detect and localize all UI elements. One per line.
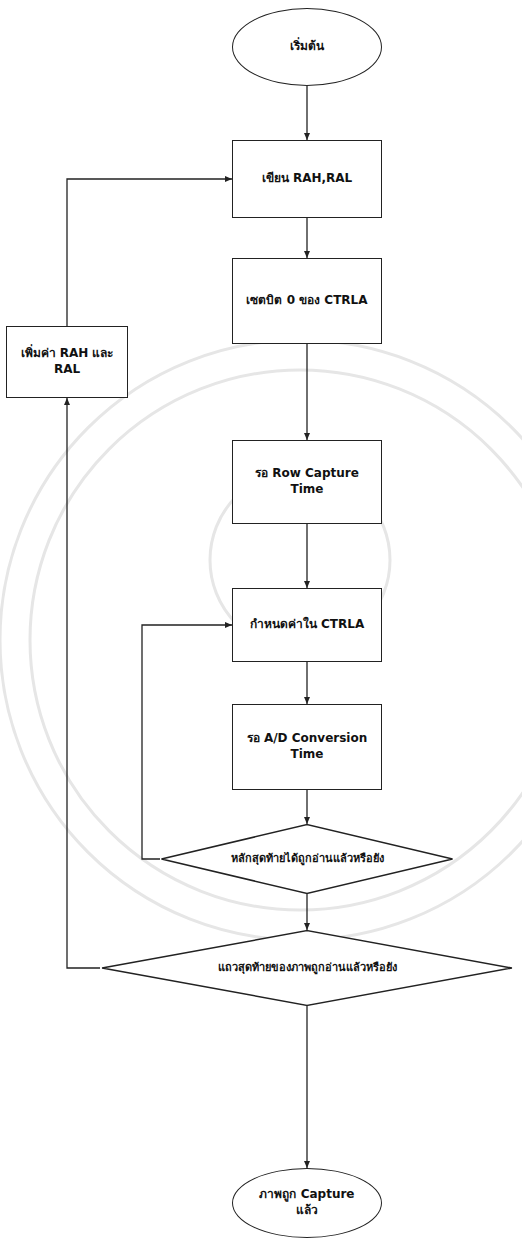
end-oval: ภาพถูก Capture แล้ว	[232, 1168, 382, 1238]
node-text: รอ A/D Conversion Time	[241, 731, 373, 762]
process-box: กำหนดค่าใน CTRLA	[232, 588, 382, 662]
decision-diamond: แถวสุดท้ายของภาพถูกอ่านแล้วหรือยัง	[100, 930, 514, 1006]
flow-arrow	[142, 625, 232, 859]
process-box: เซตบิต 0 ของ CTRLA	[232, 258, 382, 344]
process-box: เพิ่มค่า RAH และ RAL	[6, 326, 128, 398]
node-text: เซตบิต 0 ของ CTRLA	[246, 293, 367, 309]
flow-arrow	[306, 790, 307, 824]
flow-arrow	[67, 179, 232, 326]
node-text: เพิ่มค่า RAH และ RAL	[15, 346, 119, 377]
flow-arrow	[306, 86, 307, 140]
node-text: ภาพถูก Capture แล้ว	[247, 1187, 367, 1218]
node-text: เขียน RAH,RAL	[262, 171, 352, 187]
flow-arrow	[306, 1006, 307, 1168]
flow-arrow	[306, 662, 307, 704]
start-oval: เริ่มต้น	[232, 8, 382, 86]
node-text: เริ่มต้น	[290, 39, 324, 55]
node-text: รอ Row Capture Time	[241, 466, 373, 497]
flow-arrow	[306, 524, 307, 588]
node-text: แถวสุดท้ายของภาพถูกอ่านแล้วหรือยัง	[218, 961, 397, 975]
node-text: หลักสุดท้ายได้ถูกอ่านแล้วหรือยัง	[231, 852, 384, 866]
process-box: รอ A/D Conversion Time	[232, 704, 382, 790]
process-box: เขียน RAH,RAL	[232, 140, 382, 218]
decision-diamond: หลักสุดท้ายได้ถูกอ่านแล้วหรือยัง	[160, 824, 454, 894]
flow-arrow	[306, 894, 307, 930]
node-text: กำหนดค่าใน CTRLA	[250, 617, 364, 633]
flow-arrow	[67, 398, 100, 968]
process-box: รอ Row Capture Time	[232, 440, 382, 524]
flow-arrow	[306, 344, 307, 440]
flow-arrow	[306, 218, 307, 258]
